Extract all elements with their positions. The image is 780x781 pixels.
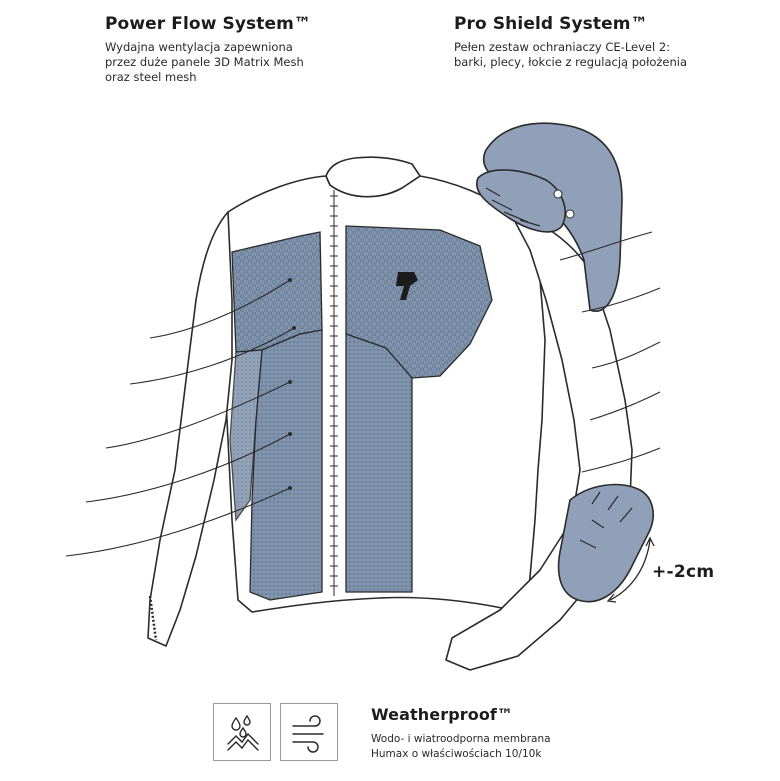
adjustment-label: +-2cm bbox=[652, 562, 715, 582]
elbow-protector bbox=[557, 483, 654, 603]
power-flow-feature: Power Flow System™ Wydajna wentylacja za… bbox=[105, 14, 365, 85]
pro-shield-feature: Pro Shield System™ Pełen zestaw ochrania… bbox=[454, 14, 754, 70]
pro-shield-line-2: barki, plecy, łokcie z regulacją położen… bbox=[454, 55, 688, 69]
weatherproof-line-2: Humax o właściwościach 10/10k bbox=[371, 748, 542, 760]
waterproof-icon-box bbox=[213, 703, 271, 761]
power-flow-line-1: Wydajna wentylacja zapewniona bbox=[105, 40, 293, 54]
pro-shield-title: Pro Shield System™ bbox=[454, 14, 648, 34]
shoulder-protector bbox=[475, 122, 623, 312]
torso-mesh-right bbox=[345, 333, 413, 593]
airflow-lines-out bbox=[559, 231, 661, 473]
windproof-icon-box bbox=[280, 703, 338, 761]
airflow-arrowheads-in bbox=[288, 278, 296, 490]
center-zipper bbox=[330, 190, 338, 596]
airflow-lines-in bbox=[65, 279, 295, 557]
weatherproof-line-1: Wodo- i wiatroodporna membrana bbox=[371, 733, 551, 745]
pro-shield-line-1: Pełen zestaw ochraniaczy CE-Level 2: bbox=[454, 40, 671, 54]
torso-mesh-left bbox=[249, 329, 323, 601]
power-flow-line-3: oraz steel mesh bbox=[105, 70, 197, 84]
cuff-zipper bbox=[148, 595, 158, 641]
power-flow-line-2: przez duże panele 3D Matrix Mesh bbox=[105, 55, 304, 69]
sleeve-mesh-left bbox=[229, 349, 263, 522]
weatherproof-description: Wodo- i wiatroodporna membrana Humax o w… bbox=[371, 732, 671, 762]
adjustment-arrow bbox=[609, 539, 651, 601]
windproof-icon bbox=[292, 715, 324, 753]
power-flow-title: Power Flow System™ bbox=[105, 14, 312, 34]
waterproof-icon bbox=[227, 714, 259, 751]
weatherproof-title: Weatherproof™ bbox=[371, 705, 514, 724]
mesh-panels bbox=[229, 225, 493, 601]
brand-logo bbox=[396, 272, 418, 300]
pro-shield-description: Pełen zestaw ochraniaczy CE-Level 2: bar… bbox=[454, 40, 754, 70]
weatherproof-feature: Weatherproof™ Wodo- i wiatroodporna memb… bbox=[371, 705, 671, 762]
power-flow-description: Wydajna wentylacja zapewniona przez duże… bbox=[105, 40, 365, 85]
